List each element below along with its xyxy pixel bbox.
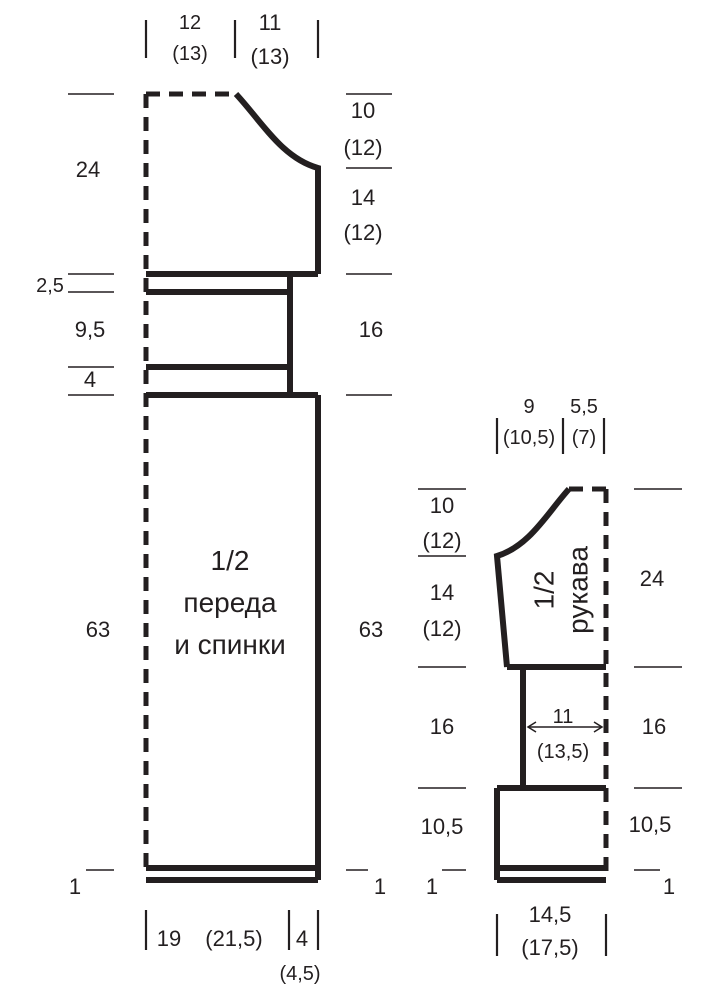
sleeve-title-line2: рукава: [562, 546, 593, 634]
sleeve-inner-arrow-left-icon: [526, 721, 537, 733]
body-left-hem: 1: [69, 874, 81, 899]
body-title-line2: переда: [183, 587, 277, 618]
sleeve-right-cap: 24: [640, 566, 664, 591]
body-right-shoulder-slope-alt: (12): [343, 135, 382, 160]
body-left-height-body: 63: [86, 617, 110, 642]
sleeve-inner-width-alt: (13,5): [537, 741, 589, 763]
sleeve-top-width-left: 9: [523, 396, 534, 418]
body-shoulder-armhole: [233, 91, 321, 274]
body-piece: 12 (13) 11 (13) 1/2 переда и спинки 24 2…: [36, 10, 392, 985]
sleeve-piece: 9 (10,5) 5,5 (7) 1/2 рукава 11 (13,5) 10…: [418, 396, 682, 960]
sleeve-left-cap-slope-alt: (12): [422, 528, 461, 553]
sleeve-inner-width: 11: [553, 706, 574, 728]
sleeve-cap-curve: [493, 486, 572, 668]
body-title-line1: 1/2: [211, 545, 250, 576]
body-right-height-body: 63: [359, 617, 383, 642]
sleeve-left-cap-slope: 10: [430, 493, 454, 518]
body-top-width-left-alt: (13): [172, 43, 208, 65]
body-right-hem: 1: [374, 874, 386, 899]
sleeve-title-line1: 1/2: [528, 571, 559, 610]
sleeve-right-cuff: 10,5: [629, 812, 672, 837]
sleeve-top-width-right: 5,5: [570, 396, 598, 418]
body-right-armhole-straight-alt: (12): [343, 220, 382, 245]
body-left-band-bottom: 4: [84, 367, 96, 392]
sleeve-left-cap-side-alt: (12): [422, 616, 461, 641]
sleeve-top-width-right-alt: (7): [572, 427, 596, 449]
sleeve-right-hem: 1: [663, 874, 675, 899]
body-top-width-right-alt: (13): [250, 44, 289, 69]
body-right-mid-section: 16: [359, 317, 383, 342]
body-top-width-left: 12: [179, 12, 201, 34]
body-left-band-top: 2,5: [36, 275, 64, 297]
body-top-width-right: 11: [259, 10, 282, 35]
sleeve-bottom-width: 14,5: [529, 902, 572, 927]
body-right-armhole-straight: 14: [351, 185, 375, 210]
sleeve-inner-label-mask: [546, 706, 580, 724]
sleeve-left-cuff: 10,5: [421, 814, 464, 839]
sleeve-top-width-left-alt: (10,5): [503, 427, 555, 449]
body-title-line3: и спинки: [174, 629, 286, 660]
sleeve-left-cap-side: 14: [430, 580, 454, 605]
sleeve-inner-arrow-right-icon: [593, 721, 604, 733]
sleeve-bottom-width-alt: (17,5): [521, 935, 578, 960]
sleeve-left-mid: 16: [430, 714, 454, 739]
body-bottom-extra: 4: [296, 926, 308, 951]
body-right-shoulder-slope: 10: [351, 98, 375, 123]
sleeve-right-mid: 16: [642, 714, 666, 739]
body-bottom-width: 19: [157, 926, 181, 951]
body-left-height-armhole: 24: [76, 157, 100, 182]
sleeve-left-hem: 1: [426, 874, 438, 899]
body-bottom-width-alt: (21,5): [205, 926, 262, 951]
body-left-mid-section: 9,5: [75, 317, 106, 342]
body-bottom-extra-alt: (4,5): [279, 963, 320, 985]
